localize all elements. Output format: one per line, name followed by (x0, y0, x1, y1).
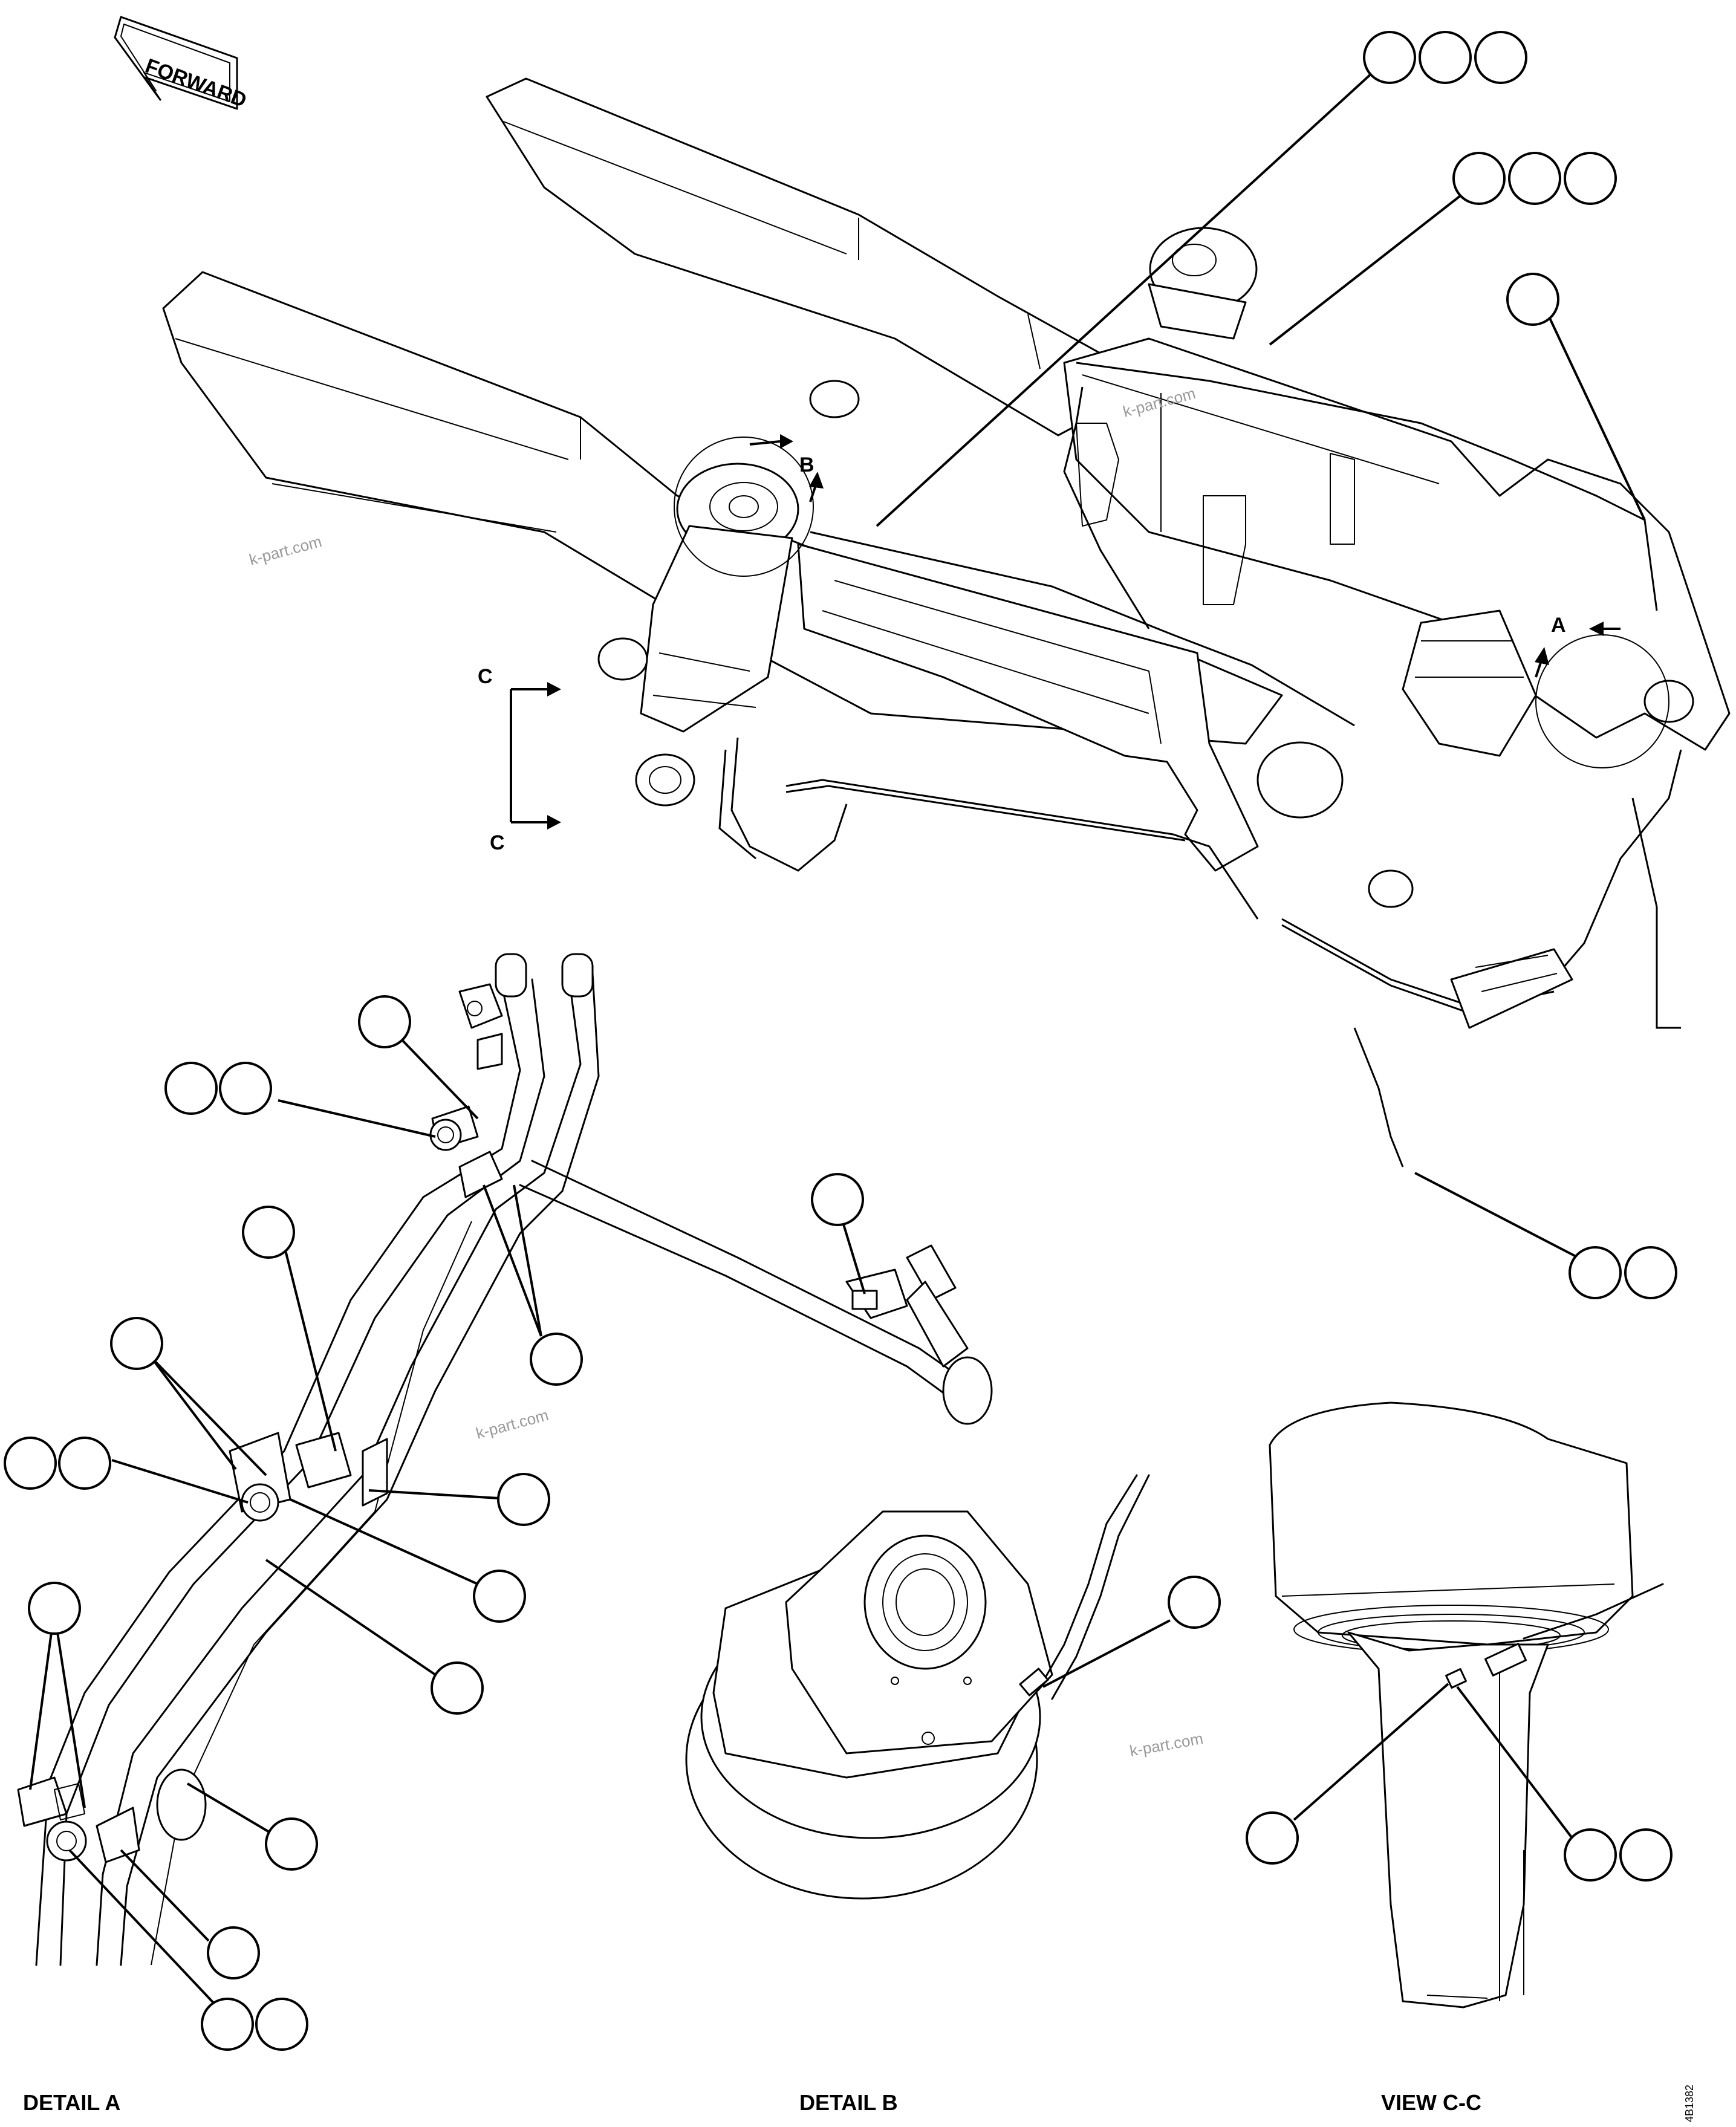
callout-bubble (1506, 273, 1559, 326)
caption-detail-a: DETAIL A (23, 2090, 120, 2115)
callout-group (368, 1473, 550, 1526)
callout-bubble (4, 1437, 57, 1490)
section-marker-c-top: C (478, 665, 493, 688)
callout-bubble (1363, 31, 1416, 84)
callout-group (242, 1206, 337, 1452)
callout-bubble (1624, 1246, 1677, 1299)
caption-view-cc: VIEW C-C (1381, 2090, 1481, 2115)
callout-bubble (255, 1998, 308, 2051)
callout-group (120, 1849, 260, 1979)
callout-group (186, 1782, 318, 1871)
callout-bubble (164, 1062, 218, 1115)
callout-group (28, 1582, 86, 1808)
callout-bubble (58, 1437, 111, 1490)
section-marker-c-bottom: C (490, 831, 505, 854)
callout-bubble (28, 1582, 81, 1635)
callout-bubble (1619, 1828, 1673, 1882)
forward-arrow-icon: FORWARD (114, 16, 250, 112)
callout-group (1269, 152, 1617, 346)
section-marker-a: A (1551, 614, 1566, 637)
callout-bubble (358, 995, 411, 1048)
callout-bubble (242, 1206, 295, 1259)
callout-group (1414, 1172, 1677, 1299)
section-marker-b: B (799, 453, 814, 476)
drawing-number: 4B1382 (1683, 2085, 1695, 2122)
callout-bubble (265, 1817, 318, 1871)
watermark: k-part.com (247, 532, 323, 569)
callout-bubble (110, 1317, 163, 1370)
callout-bubble (1419, 31, 1472, 84)
callout-bubble (1569, 1246, 1622, 1299)
callout-group (1506, 273, 1646, 521)
callout-bubble (1246, 1811, 1299, 1865)
callout-bubble (811, 1173, 864, 1226)
callout-bubble (473, 1570, 526, 1623)
callout-bubble (1508, 152, 1561, 205)
callout-bubble (530, 1333, 583, 1386)
callout-bubble (497, 1473, 550, 1526)
callout-group (358, 995, 479, 1120)
view-cc-view (1269, 1401, 1664, 2008)
caption-detail-b: DETAIL B (799, 2090, 898, 2115)
callout-bubble (207, 1926, 260, 1979)
callout-bubble (1564, 152, 1617, 205)
callout-group (265, 1559, 484, 1715)
callout-group (1456, 1686, 1673, 1882)
callout-group (68, 1849, 308, 2051)
watermark: k-part.com (1128, 1729, 1204, 1760)
callout-bubble (1452, 152, 1506, 205)
callout-bubble (1564, 1828, 1617, 1882)
watermark: k-part.com (474, 1406, 550, 1443)
callout-group (164, 1062, 436, 1138)
callout-group (110, 1317, 267, 1476)
callout-group (4, 1437, 249, 1504)
callout-group (483, 1184, 583, 1386)
callout-bubble (1168, 1576, 1221, 1629)
callout-group (876, 31, 1527, 527)
boom-assembly: B A C C k-part.com k-part.com (162, 77, 1731, 1167)
detail-b-view: k-part.com (685, 1474, 1204, 1900)
callout-group (290, 1498, 526, 1623)
callout-group (1246, 1683, 1449, 1865)
callout-bubble (219, 1062, 272, 1115)
callout-group (811, 1173, 866, 1294)
callout-bubble (431, 1661, 484, 1715)
callout-group (1042, 1576, 1221, 1688)
detail-a-view: k-part.com (17, 953, 993, 1966)
callout-bubble (1474, 31, 1527, 84)
callout-bubble (201, 1998, 254, 2051)
